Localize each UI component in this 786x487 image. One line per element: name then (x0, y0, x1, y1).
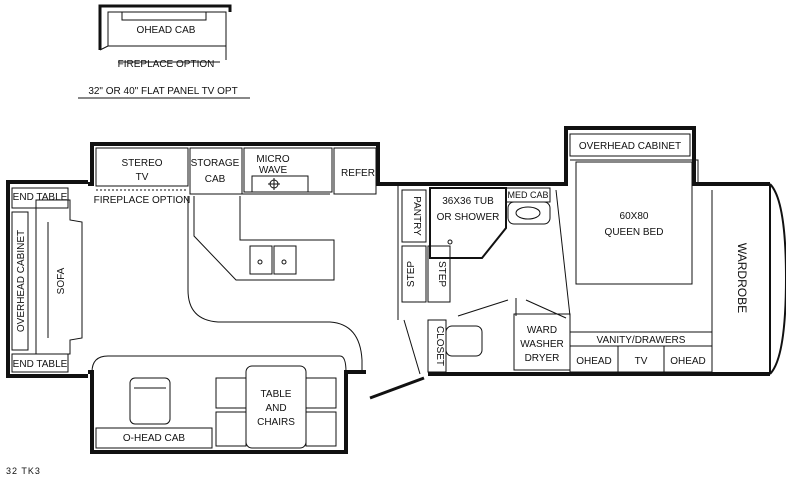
step-right-label: STEP (436, 261, 447, 287)
tv-option-label: 32" OR 40" FLAT PANEL TV OPT (88, 86, 237, 97)
overhead-cabinet-living-label: OVERHEAD CABINET (16, 230, 27, 332)
inset-ohead-cab-label: OHEAD CAB (137, 25, 196, 36)
dryer-label: DRYER (525, 353, 560, 364)
queen-bed-label: QUEEN BED (605, 227, 664, 238)
table-label: TABLE (261, 389, 292, 400)
bedroom-area (555, 133, 713, 373)
and-label: AND (265, 403, 286, 414)
fireplace-inset (78, 4, 250, 99)
end-table-bottom-label: END TABLE (13, 359, 68, 370)
ohead-cab-label: O-HEAD CAB (123, 433, 186, 444)
storage-label: STORAGE (191, 158, 240, 169)
exterior-walls (6, 126, 770, 454)
washer-label: WASHER (520, 339, 564, 350)
ward-label: WARD (527, 325, 557, 336)
front-cap (769, 183, 786, 375)
fireplace-option-label: FIREPLACE OPTION (94, 195, 191, 206)
bed-size-label: 60X80 (620, 211, 649, 222)
step-left-label: STEP (406, 261, 417, 287)
shower-label: OR SHOWER (437, 212, 500, 223)
end-table-top-label: END TABLE (13, 192, 68, 203)
closet-label: CLOSET (434, 326, 445, 366)
bedroom-tv-label: TV (635, 356, 648, 367)
refer-label: REFER (341, 168, 375, 179)
storage-cab-label: CAB (205, 174, 226, 185)
med-cab-label: MED CAB (507, 190, 548, 200)
ohead-left-label: OHEAD (576, 356, 612, 367)
bedroom-overhead-cabinet-label: OVERHEAD CABINET (579, 141, 681, 152)
sofa-label: SOFA (56, 267, 67, 294)
micro-label: MICRO (256, 154, 290, 165)
stereo-label: STEREO (121, 158, 162, 169)
model-code: 32 TK3 (6, 466, 41, 476)
pantry-label: PANTRY (411, 196, 422, 236)
wave-label: WAVE (259, 165, 288, 176)
ohead-right-label: OHEAD (670, 356, 706, 367)
wardrobe-label: WARDROBE (735, 243, 749, 313)
bath-area (397, 186, 571, 375)
tub-label: 36X36 TUB (442, 196, 494, 207)
living-area (11, 147, 425, 449)
inset-fireplace-label: FIREPLACE OPTION (118, 59, 215, 70)
chairs-label: CHAIRS (257, 417, 295, 428)
stereo-tv-label: TV (136, 172, 149, 183)
vanity-label: VANITY/DRAWERS (597, 335, 686, 346)
